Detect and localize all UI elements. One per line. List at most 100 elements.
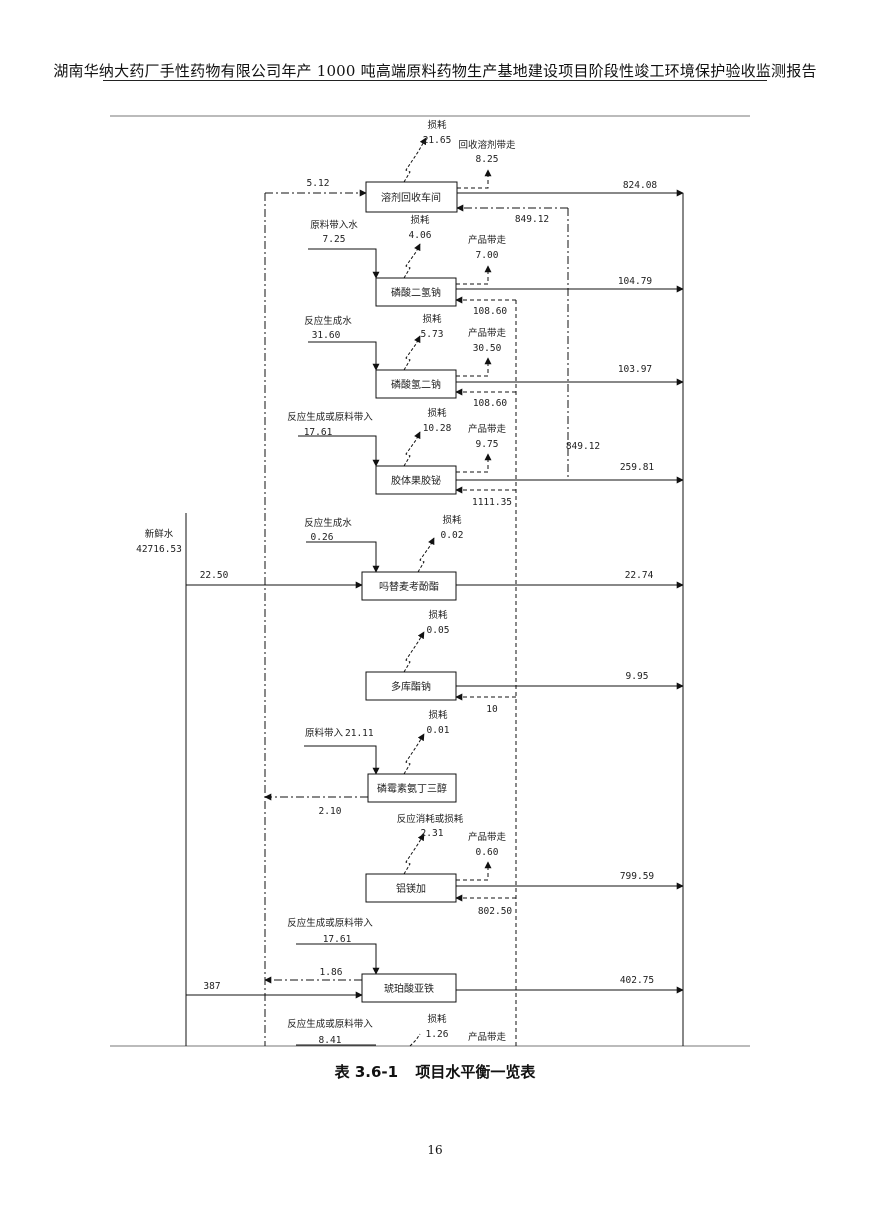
carry-label: 产品带走: [468, 423, 507, 435]
unit-box: [375, 465, 457, 495]
loss-arrow: [417, 537, 435, 573]
loss-label: 损耗: [427, 1013, 447, 1025]
return-value: 108.60: [473, 306, 508, 317]
unit-name: 磷霉素氨丁三醇: [377, 782, 447, 795]
in-line: [296, 943, 380, 975]
in-value: 0.26: [311, 532, 334, 543]
loss-label: 损耗: [410, 214, 430, 226]
return-value: 849.12: [515, 214, 549, 225]
fresh-water-source: 新鲜水 42716.53: [136, 528, 182, 555]
loss-label: 损耗: [427, 407, 447, 419]
unit-docusate-sodium: 多库酯钠 损耗 0.05 9.95 10: [365, 609, 684, 715]
unit-sodium-dihydrogen-phosphate: 磷酸二氢钠 原料带入水 7.25 损耗 4.06 产品带走 7.00 104.7…: [308, 214, 684, 317]
return-value: 10: [486, 704, 498, 715]
unit-name: 铝镁加: [396, 882, 426, 895]
carry-value: 0.60: [476, 847, 499, 858]
unit-mycophenolate-mofetil: 吗替麦考酚酯 反应生成水 0.26 损耗 0.02 22.50 22.74: [186, 514, 684, 601]
recycle-in-value: 5.12: [307, 178, 330, 189]
table-caption: 表 3.6-1 项目水平衡一览表: [0, 1061, 870, 1082]
fresh-in-value: 22.50: [200, 570, 229, 581]
loss-arrow: [403, 631, 425, 673]
loss-value: 10.28: [423, 423, 452, 434]
loss-value: 21.65: [423, 135, 452, 146]
out-value: 799.59: [620, 871, 655, 882]
out-value: 9.95: [626, 671, 649, 682]
out-value: 2.10: [319, 806, 342, 817]
in-line: [306, 541, 380, 573]
loss-value: 0.02: [441, 530, 464, 541]
loss-label: 反应消耗或损耗: [397, 813, 464, 825]
page-number: 16: [427, 1143, 443, 1157]
carry-arrow: [456, 265, 492, 285]
carry-value: 9.75: [476, 439, 499, 450]
carry-label: 产品带走: [468, 234, 507, 246]
loss-label: 损耗: [428, 709, 448, 721]
return-value: 1111.35: [472, 497, 512, 508]
loss-arrow: [409, 1033, 421, 1047]
in-line: [304, 745, 380, 775]
carry-arrow: [456, 861, 492, 881]
out-value: 402.75: [620, 975, 654, 986]
out-value: 22.74: [625, 570, 654, 581]
caption-label: 表 3.6-1: [334, 1063, 399, 1081]
loss-value: 0.05: [427, 625, 450, 636]
unit-truncated-next: 反应生成或原料带入 8.41 损耗 1.26 产品带走: [287, 1013, 506, 1047]
unit-name: 磷酸氢二钠: [391, 378, 441, 391]
in-line: [308, 248, 380, 279]
fresh-water-value: 42716.53: [136, 544, 182, 555]
carry-value: 30.50: [473, 343, 502, 354]
return-value: 108.60: [473, 398, 508, 409]
out-value: 104.79: [618, 276, 653, 287]
unit-fosfomycin-tromethamine: 磷霉素氨丁三醇 原料带入 21.11 损耗 0.01 2.10: [264, 709, 457, 817]
loss-arrow: [403, 335, 421, 371]
unit-name: 溶剂回收车间: [381, 191, 441, 204]
in-value: 17.61: [304, 427, 333, 438]
in-label: 原料带入水: [310, 219, 358, 231]
in-label: 原料带入: [305, 727, 344, 739]
carry-arrow: [457, 169, 492, 189]
carry-arrow: [456, 453, 492, 473]
loss-value: 0.01: [427, 725, 450, 736]
unit-box: [375, 277, 457, 307]
carry-value: 7.00: [476, 250, 499, 261]
in-value: 21.11: [345, 728, 374, 739]
unit-box: [365, 671, 457, 701]
loss-label: 损耗: [428, 609, 448, 621]
carry-label: 产品带走: [468, 831, 507, 843]
recycle-value: 1.86: [320, 967, 343, 978]
loss-arrow: [403, 833, 425, 875]
loss-value: 4.06: [409, 230, 432, 241]
report-header: 湖南华纳大药厂手性药物有限公司年产 1000 吨高端原料药物生产基地建设项目阶段…: [53, 62, 817, 80]
fresh-in-value: 387: [203, 981, 220, 992]
out-value: 259.81: [620, 462, 655, 473]
carry-arrow: [456, 357, 492, 377]
caption-text: 项目水平衡一览表: [415, 1063, 536, 1081]
carry-value: 8.25: [476, 154, 499, 165]
in-label: 反应生成或原料带入: [287, 1018, 373, 1030]
carry-label: 产品带走: [468, 327, 507, 339]
in-value: 17.61: [323, 934, 352, 945]
loss-value: 1.26: [426, 1029, 449, 1040]
loss-label: 损耗: [422, 313, 442, 325]
in-label: 反应生成水: [304, 517, 352, 529]
fresh-water-label: 新鲜水: [145, 528, 174, 540]
out-value: 103.97: [618, 364, 652, 375]
loss-arrow: [403, 137, 427, 183]
loss-arrow: [403, 733, 425, 775]
unit-box: [361, 973, 457, 1003]
carry-label: 回收溶剂带走: [458, 139, 516, 151]
unit-box: [365, 181, 458, 213]
in-label: 反应生成水: [304, 315, 352, 327]
unit-solvent-recovery: 溶剂回收车间 损耗 21.65 回收溶剂带走 8.25 5.12 824.08 …: [265, 119, 684, 225]
unit-colloidal-bismuth-pectin: 胶体果胶铋 反应生成或原料带入 17.61 损耗 10.28 产品带走 9.75…: [287, 407, 684, 508]
in-line: [308, 341, 380, 371]
loss-label: 损耗: [427, 119, 447, 131]
in-value: 7.25: [323, 234, 346, 245]
unit-box: [375, 369, 457, 399]
in-value: 31.60: [312, 330, 341, 341]
unit-name: 琥珀酸亚铁: [384, 982, 434, 995]
in-line: [298, 435, 380, 467]
loss-value: 2.31: [421, 828, 444, 839]
loss-label: 损耗: [442, 514, 462, 526]
